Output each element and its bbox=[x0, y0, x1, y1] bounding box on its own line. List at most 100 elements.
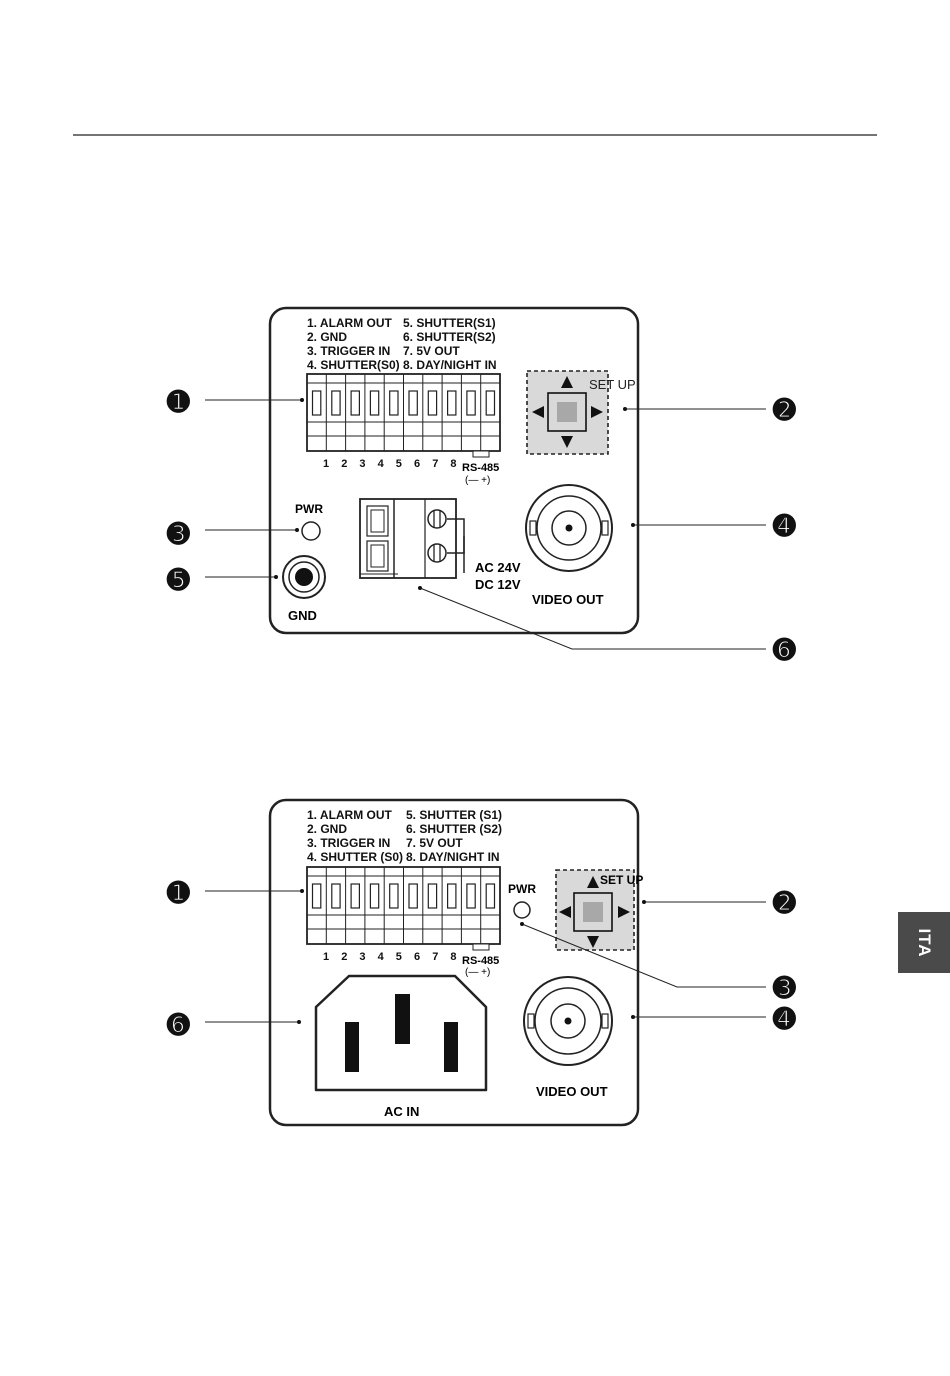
bottom-pin-number: 2 bbox=[341, 951, 347, 963]
bottom-label-6: 6. SHUTTER (S2) bbox=[406, 822, 502, 836]
bottom-terminal-block bbox=[306, 866, 501, 951]
top-rs485-label: RS-485 bbox=[462, 462, 499, 474]
top-pin-number: 6 bbox=[414, 458, 420, 470]
bottom-terminal-slot[interactable] bbox=[350, 883, 361, 909]
bottom-callout-6: ➏ bbox=[166, 1010, 190, 1040]
bottom-setup-label: SET UP bbox=[600, 873, 643, 887]
bottom-terminal-slot[interactable] bbox=[311, 883, 322, 909]
top-terminal-slot[interactable] bbox=[369, 390, 380, 416]
top-label-8: 8. DAY/NIGHT IN bbox=[403, 358, 497, 372]
bottom-setup-joystick[interactable] bbox=[555, 869, 635, 951]
top-label-1: 1. ALARM OUT bbox=[307, 316, 393, 330]
up-arrow-icon bbox=[561, 376, 573, 388]
top-label-3: 3. TRIGGER IN bbox=[307, 344, 390, 358]
top-setup-joystick[interactable] bbox=[526, 370, 609, 455]
bottom-rs485-polarity: (— +) bbox=[465, 967, 490, 978]
bottom-terminal-slot[interactable] bbox=[331, 883, 341, 909]
top-terminal-slot[interactable] bbox=[447, 390, 457, 416]
top-camera-rear-panel: 1. ALARM OUT 2. GND 3. TRIGGER IN 4. SHU… bbox=[166, 306, 796, 665]
bottom-pwr-label: PWR bbox=[508, 882, 536, 896]
bottom-terminal-slot[interactable] bbox=[427, 883, 438, 909]
bottom-terminal-slot[interactable] bbox=[408, 883, 418, 909]
language-tab-label: ITA bbox=[915, 927, 934, 958]
top-label-5: 5. SHUTTER(S1) bbox=[403, 316, 496, 330]
bottom-label-7: 7. 5V OUT bbox=[406, 836, 463, 850]
top-label-7: 7. 5V OUT bbox=[403, 344, 460, 358]
bottom-label-1: 1. ALARM OUT bbox=[307, 808, 393, 822]
bottom-pwr-led bbox=[513, 901, 531, 919]
top-terminal-slot[interactable] bbox=[389, 390, 399, 416]
bottom-pin-number: 4 bbox=[378, 951, 385, 963]
top-rs485-polarity: (— +) bbox=[465, 475, 490, 486]
bottom-pin-number: 6 bbox=[414, 951, 420, 963]
top-terminal-slot[interactable] bbox=[466, 390, 476, 416]
top-terminal-slot[interactable] bbox=[485, 390, 496, 416]
bottom-label-2: 2. GND bbox=[307, 822, 347, 836]
bottom-video-out-label: VIDEO OUT bbox=[536, 1084, 608, 1099]
top-pin-number: 4 bbox=[378, 458, 385, 470]
bottom-pin-number: 7 bbox=[432, 951, 438, 963]
down-arrow-icon bbox=[561, 436, 573, 448]
top-terminal-slot[interactable] bbox=[427, 390, 438, 416]
top-pin-number: 5 bbox=[396, 458, 402, 470]
top-pin-number: 2 bbox=[341, 458, 347, 470]
bottom-pin-number: 8 bbox=[450, 951, 456, 963]
top-pin-number: 8 bbox=[450, 458, 456, 470]
left-arrow-icon bbox=[559, 906, 571, 918]
bottom-terminal-slot[interactable] bbox=[447, 883, 457, 909]
bottom-camera-rear-panel: 1. ALARM OUT 2. GND 3. TRIGGER IN 4. SHU… bbox=[166, 798, 796, 1127]
top-ac-label: AC 24V bbox=[475, 560, 521, 575]
top-gnd-terminal[interactable] bbox=[282, 555, 326, 599]
top-dc-label: DC 12V bbox=[475, 577, 521, 592]
left-arrow-icon bbox=[532, 406, 544, 418]
top-callout-4: ➍ bbox=[772, 511, 796, 541]
top-label-6: 6. SHUTTER(S2) bbox=[403, 330, 496, 344]
bottom-terminal-slot[interactable] bbox=[466, 883, 476, 909]
bottom-terminal-slot[interactable] bbox=[485, 883, 496, 909]
bottom-label-8: 8. DAY/NIGHT IN bbox=[406, 850, 500, 864]
bottom-callout-1: ➊ bbox=[166, 878, 190, 908]
top-callout-1: ➊ bbox=[166, 387, 190, 417]
bottom-terminal-slot[interactable] bbox=[389, 883, 399, 909]
top-setup-label: SET UP bbox=[589, 377, 636, 392]
top-terminal-block bbox=[306, 373, 501, 458]
language-tab-ita[interactable]: ITA bbox=[898, 912, 950, 973]
up-arrow-icon bbox=[587, 876, 599, 888]
top-label-4: 4. SHUTTER(S0) bbox=[307, 358, 400, 372]
top-video-out-bnc[interactable] bbox=[525, 484, 613, 572]
top-power-connector[interactable] bbox=[359, 498, 457, 579]
top-terminal-slot[interactable] bbox=[311, 390, 322, 416]
bottom-label-4: 4. SHUTTER (S0) bbox=[307, 850, 403, 864]
right-arrow-icon bbox=[591, 406, 603, 418]
top-pwr-label: PWR bbox=[295, 502, 323, 516]
bottom-callout-4: ➍ bbox=[772, 1004, 796, 1034]
right-arrow-icon bbox=[618, 906, 630, 918]
top-pwr-led bbox=[301, 521, 321, 541]
top-pin-number: 1 bbox=[323, 458, 329, 470]
top-terminal-slot[interactable] bbox=[350, 390, 361, 416]
top-callout-6: ➏ bbox=[772, 635, 796, 665]
bottom-ac-in-socket[interactable] bbox=[314, 974, 488, 1092]
bottom-ac-in-label: AC IN bbox=[384, 1104, 419, 1119]
top-callout-5: ➎ bbox=[166, 565, 190, 595]
bottom-pin-number: 1 bbox=[323, 951, 329, 963]
top-pin-number: 7 bbox=[432, 458, 438, 470]
bottom-pin-number: 3 bbox=[359, 951, 365, 963]
down-arrow-icon bbox=[587, 936, 599, 948]
top-video-out-label: VIDEO OUT bbox=[532, 592, 604, 607]
bottom-callout-3: ➌ bbox=[772, 973, 796, 1003]
bottom-terminal-slot[interactable] bbox=[369, 883, 380, 909]
top-callout-2: ➋ bbox=[772, 395, 796, 425]
bottom-pin-number: 5 bbox=[396, 951, 402, 963]
top-label-2: 2. GND bbox=[307, 330, 347, 344]
bottom-label-3: 3. TRIGGER IN bbox=[307, 836, 390, 850]
bottom-callout-2: ➋ bbox=[772, 888, 796, 918]
top-callout-3: ➌ bbox=[166, 519, 190, 549]
top-terminal-slot[interactable] bbox=[331, 390, 341, 416]
top-pin-number: 3 bbox=[359, 458, 365, 470]
top-terminal-slot[interactable] bbox=[408, 390, 418, 416]
bottom-video-out-bnc[interactable] bbox=[523, 976, 613, 1066]
bottom-rs485-label: RS-485 bbox=[462, 955, 499, 967]
bottom-label-5: 5. SHUTTER (S1) bbox=[406, 808, 502, 822]
